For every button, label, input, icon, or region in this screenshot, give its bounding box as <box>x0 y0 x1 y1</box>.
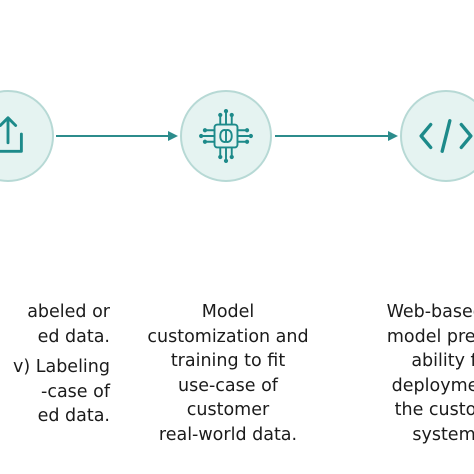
caption-line: the custom <box>394 400 474 420</box>
ai-chip-icon <box>199 109 253 163</box>
node-model <box>180 90 272 182</box>
caption-line: Web-based A <box>386 302 474 322</box>
caption-web: Web-based A model predic ability f deplo… <box>344 300 474 447</box>
caption-upload: abeled or ed data. v) Labeling -case of … <box>0 300 110 429</box>
node-upload <box>0 90 54 182</box>
code-icon <box>419 119 473 153</box>
caption-line: Model <box>201 302 255 322</box>
caption-line: customer <box>186 400 270 420</box>
caption-line: model predic <box>386 326 474 347</box>
node-web <box>400 90 474 182</box>
caption-line: real-world data. <box>158 424 298 445</box>
caption-line: ed data. <box>37 406 110 426</box>
upload-icon <box>0 116 23 153</box>
caption-line: deployment <box>391 375 474 396</box>
caption-line: use-case of <box>178 375 278 396</box>
caption-model: Model customization and training to fit … <box>130 300 326 447</box>
caption-line: abeled or <box>27 302 110 322</box>
caption-line: ability f <box>411 351 474 371</box>
caption-line: ed data. <box>37 326 110 347</box>
caption-line: training to fit <box>170 351 286 371</box>
caption-line: -case of <box>41 381 110 402</box>
caption-line: customization and <box>147 326 309 347</box>
caption-line: v) Labeling <box>12 357 110 377</box>
caption-line: system <box>412 424 474 445</box>
